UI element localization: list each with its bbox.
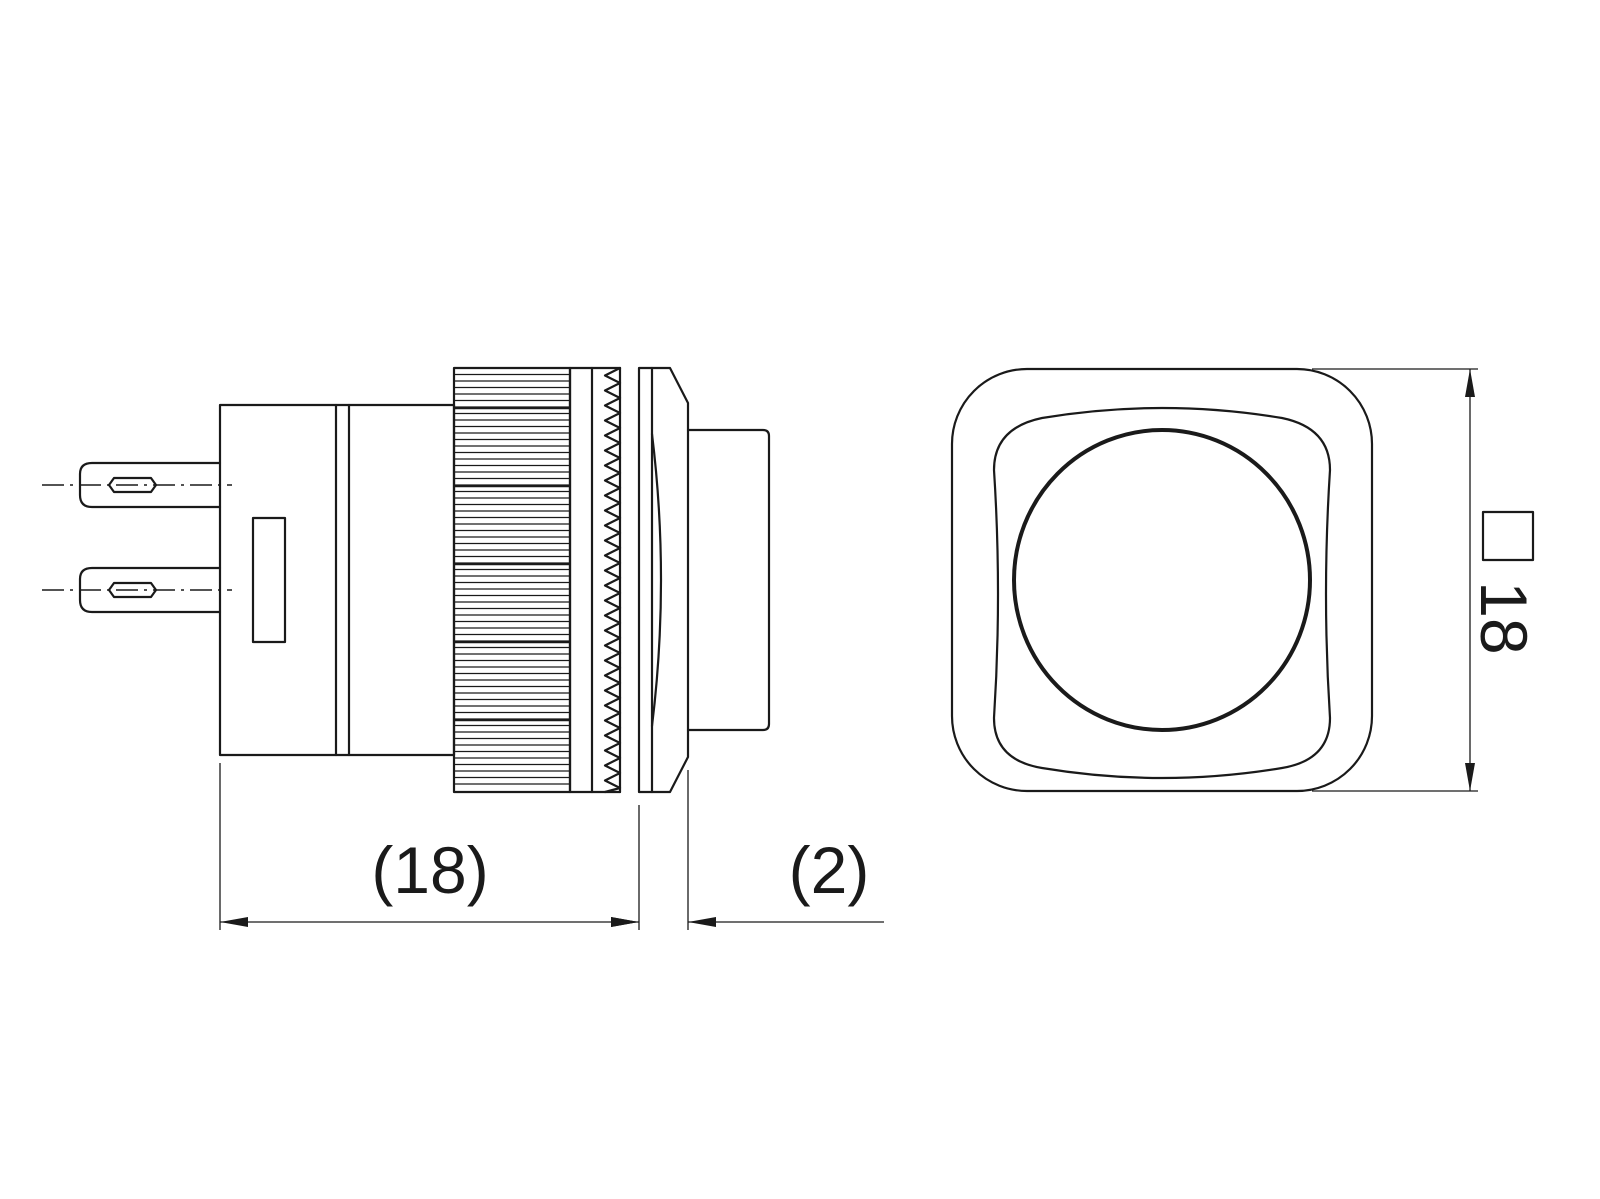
bezel [637, 366, 690, 794]
front-inner-frame [992, 406, 1332, 780]
dimension-label-body-length: (18) [371, 833, 488, 907]
knurled-nut [452, 366, 594, 794]
dimension-body-length: (18) [220, 833, 639, 927]
knurl-lines [454, 373, 570, 785]
indicator-window [251, 516, 287, 644]
terminal-pin-upper [42, 461, 232, 509]
side-view: (18) (2) [42, 366, 884, 930]
terminal-pin-lower [42, 566, 232, 614]
dimension-square-size: 18 [1465, 369, 1541, 791]
rear-housing [218, 403, 456, 757]
threaded-section [590, 366, 622, 794]
push-button-side [686, 428, 771, 732]
dimension-bezel-depth: (2) [611, 833, 884, 927]
push-button-lens [1012, 428, 1312, 732]
dimension-label-square-size: 18 [1467, 581, 1541, 654]
square-symbol-icon [1481, 510, 1535, 562]
dimension-label-bezel-depth: (2) [789, 833, 870, 907]
front-bezel-outline [950, 367, 1374, 793]
front-view: 18 [950, 367, 1541, 793]
